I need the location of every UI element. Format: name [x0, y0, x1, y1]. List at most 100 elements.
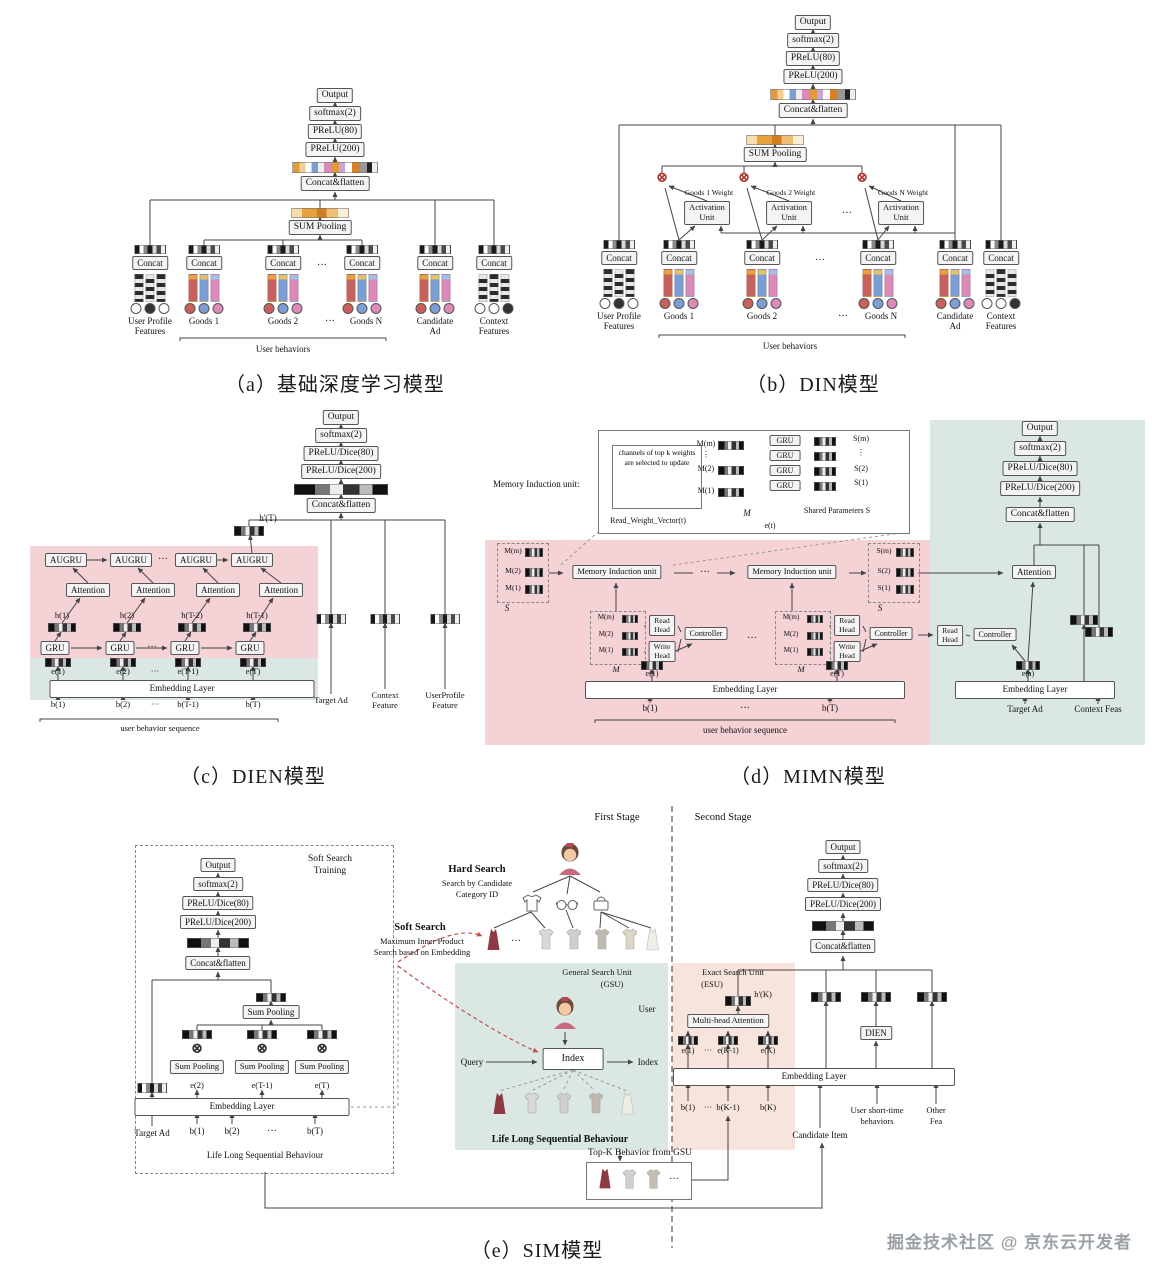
embedding-label: e(2): [116, 666, 130, 676]
interest-slot-bar: [896, 568, 914, 577]
group-label: Features: [985, 321, 1017, 331]
multiply-node: ⊗: [855, 170, 869, 186]
concat-box: Concat: [601, 251, 637, 266]
garment-icon: [524, 1092, 540, 1114]
user-avatar: [551, 996, 579, 1030]
dress-thumbnail: [486, 928, 501, 957]
group-label: User Profile: [128, 316, 172, 326]
prelu-dice200-box: PReLU/Dice(200): [805, 897, 881, 912]
embedding-bar: [758, 1036, 778, 1045]
group-label: Features: [603, 321, 635, 331]
concat-box: Concat: [344, 256, 380, 271]
concat-output-bar: [346, 245, 378, 254]
caption-d: （d）MIMN模型: [730, 766, 886, 788]
first-stage-label: First Stage: [594, 812, 640, 823]
augru-box: AUGRU: [174, 553, 218, 568]
memory-matrix-stack: [775, 611, 831, 665]
concat-output-bar: [603, 240, 635, 249]
query-label: Query: [460, 1057, 484, 1067]
feature-embedding-strips: [478, 274, 510, 302]
output-box: Output: [322, 410, 360, 425]
shared-parameters-label: Shared Parameters S: [803, 506, 871, 515]
esu-title: Exact Search Unit: [702, 967, 764, 977]
ellipsis: ···: [747, 633, 757, 644]
memory-slot-label: M(m): [597, 613, 615, 621]
behavior-label: b(T): [307, 1126, 323, 1136]
softmax-box: softmax(2): [818, 859, 868, 874]
feature-embedding-strips: [663, 269, 695, 297]
item-thumbnail: [556, 1092, 572, 1119]
embedding-label: e(K): [760, 1046, 776, 1055]
dress-icon: [493, 1093, 506, 1114]
attention-box: Attention: [1012, 565, 1056, 580]
concat-vector-bar: [812, 921, 874, 931]
memory-slot-bar: [622, 648, 638, 656]
other-features-label: Fea: [929, 1116, 943, 1126]
controller-box: Controller: [973, 628, 1017, 642]
group-label: Goods 1: [663, 311, 695, 321]
feature-embedding-strips: [267, 274, 299, 302]
garment-icon: [646, 1169, 661, 1189]
s-matrix-label: S: [504, 603, 510, 613]
soft-search-sublabel: Search based on Embedding: [373, 947, 471, 957]
ellipsis: ···: [317, 260, 327, 271]
behavior-embedding-label: e(t): [764, 521, 776, 530]
augru-box: AUGRU: [230, 553, 274, 568]
panel-d-mimn-model: Memory Induction unit: channels of top k…: [485, 415, 1145, 755]
read-head-label: Read: [839, 616, 855, 625]
user-avatar: [556, 842, 584, 876]
ellipsis: ···: [150, 666, 160, 676]
group-label: Candidate: [936, 311, 974, 321]
concat-output-bar: [267, 245, 299, 254]
ellipsis: ···: [325, 316, 335, 327]
garment-icon: [588, 1092, 604, 1114]
onehot-circles: [342, 303, 382, 314]
item-thumbnail: [588, 1092, 604, 1119]
sequence-label: user behavior sequence: [120, 723, 200, 733]
panel-b-din-model: Output softmax(2) PReLU(80) PReLU(200) C…: [575, 5, 1145, 365]
induced-interest-bar: [814, 467, 836, 476]
behavior-label: b(1): [642, 703, 658, 713]
attention-output-bar: [725, 996, 751, 1006]
candidate-item-label: Candidate Item: [792, 1130, 848, 1140]
behavior-label: b(T-1): [177, 699, 199, 709]
feature-embedding-strips: [188, 274, 220, 302]
group-label: Goods 2: [267, 316, 299, 326]
memory-slot-label: M(1): [697, 486, 715, 495]
memory-slot-bar: [525, 585, 543, 594]
interest-slot-label: S(m): [876, 546, 892, 555]
embedding-label: e(1): [645, 669, 659, 678]
ellipsis: ···: [267, 1126, 277, 1137]
concat-flatten-box: Concat&flatten: [300, 176, 370, 191]
read-weight-vector-label: Read_Weight_Vector(t): [610, 516, 686, 525]
concat-box: Concat: [937, 251, 973, 266]
context-feature-label: Context: [371, 690, 399, 700]
concat-flatten-box: Concat&flatten: [306, 498, 376, 513]
group-label: Goods 1: [188, 316, 220, 326]
memory-slot-label: M(m): [504, 546, 522, 555]
multiply-node: ⊗: [255, 1041, 269, 1057]
memory-slot-bar: [718, 466, 744, 475]
hard-search-label: Hard Search: [448, 864, 506, 875]
ellipsis: ···: [511, 936, 521, 947]
concat-output-bar: [478, 245, 510, 254]
sum-pooling-box: Sum Pooling: [294, 1060, 350, 1074]
item-thumbnail: [566, 928, 582, 955]
topk-behavior-label: Top-K Behavior from GSU: [587, 1148, 693, 1158]
garment-icon: [622, 928, 638, 950]
gru-box: GRU: [769, 450, 801, 462]
feature-embedding-strips: [862, 269, 894, 297]
memory-slot-bar: [622, 615, 638, 623]
memory-slot-bar: [807, 648, 823, 656]
memory-slot-bar: [525, 548, 543, 557]
activation-unit-label: Unit: [893, 211, 909, 222]
gru-box: GRU: [170, 641, 200, 656]
handbag-icon: [593, 896, 609, 911]
onehot-circles: [415, 303, 455, 314]
ellipsis: ···: [704, 1046, 712, 1055]
multiply-node: ⊗: [315, 1041, 329, 1057]
item-thumbnail: [646, 1168, 661, 1195]
hard-search-sublabel: Search by Candidate: [441, 878, 513, 888]
